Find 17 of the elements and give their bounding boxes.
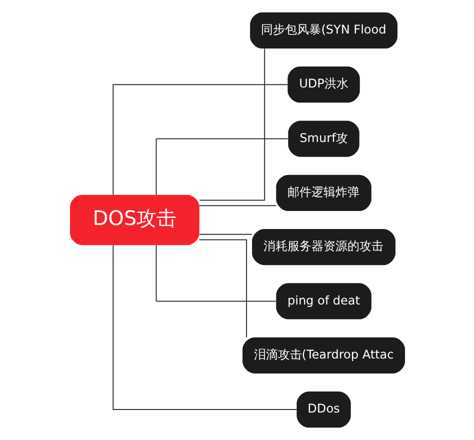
node-box: DOS攻击 <box>70 194 199 246</box>
node-box: DDos <box>296 392 350 428</box>
node-box: Smurf攻 <box>288 120 359 157</box>
connector <box>199 205 276 206</box>
connector <box>112 84 288 195</box>
connector <box>155 245 276 302</box>
connector <box>199 234 252 235</box>
node-box: 消耗服务器资源的攻击 <box>252 229 395 266</box>
node-box: 邮件逻辑炸弹 <box>276 174 371 211</box>
connector <box>155 138 288 195</box>
connector <box>112 245 296 410</box>
node-box: 泪滴攻击(Teardrop Attac <box>242 337 404 374</box>
node-box: 同步包风暴(SYN Flood <box>250 12 397 48</box>
connector <box>198 239 247 338</box>
connector <box>199 48 265 201</box>
node-box: UDP洪水 <box>287 66 360 103</box>
node-box: ping of deat <box>276 283 371 320</box>
